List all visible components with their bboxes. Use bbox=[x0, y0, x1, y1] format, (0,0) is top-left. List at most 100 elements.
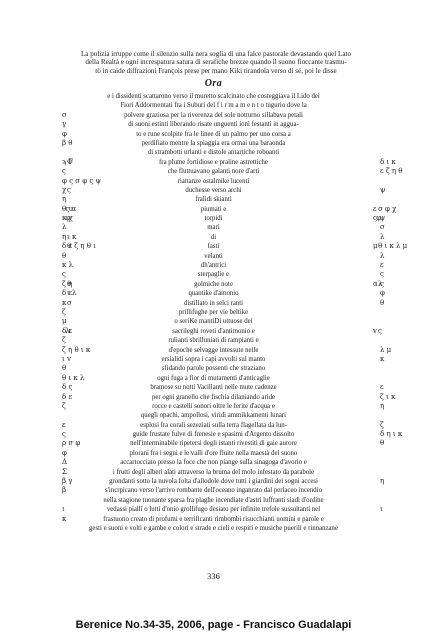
intro-line: della Realtà e ogni increspatura satura … bbox=[85, 58, 347, 67]
greek-glyph-cluster: λ bbox=[65, 326, 70, 335]
poem-line: Fiori Addormentati fra i Suburi del f i … bbox=[0, 101, 427, 110]
greek-glyph-cluster: ε bbox=[373, 204, 377, 213]
greek-glyph-cluster: ι bbox=[62, 505, 65, 514]
greek-glyph-cluster: σ bbox=[380, 223, 385, 232]
poem-line: rocce e castelli sonori oltre le ferite … bbox=[0, 402, 427, 411]
poem-line: grondanti sotto la nuvola folta d'allodo… bbox=[0, 477, 427, 486]
greek-glyph-cluster: κ bbox=[62, 514, 67, 523]
greek-glyph-cluster: ι κ bbox=[67, 232, 77, 241]
poem-verse: sterpaglie e bbox=[197, 271, 230, 279]
greek-glyph-cluster: ζ bbox=[380, 420, 384, 429]
poem-verse: che fluttuavano galanti nore d'arti bbox=[167, 168, 260, 176]
greek-glyph-cluster: δ ε ζ η θ ι bbox=[62, 242, 96, 251]
greek-glyph-cluster: ζ bbox=[62, 401, 66, 410]
poem-verse: d'epoche selvagge intessute nelle bbox=[168, 346, 259, 354]
greek-glyph-cluster: ε bbox=[380, 261, 384, 270]
greek-glyph-cluster: λ bbox=[380, 251, 385, 260]
greek-glyph-cluster: ψ bbox=[379, 214, 386, 223]
greek-glyph-cluster: ζ η θ ι κ bbox=[62, 345, 91, 354]
greek-glyph-cluster: ε ζ η θ bbox=[380, 167, 403, 176]
poem-verse: to e rune scolpite fra le linee di un pa… bbox=[136, 130, 291, 138]
poem-line: d'epoche selvagge intessute nelle ζ η θ ι… bbox=[0, 346, 427, 355]
greek-glyph-cluster: η bbox=[62, 195, 67, 204]
greek-glyph-cluster: μ bbox=[62, 317, 67, 326]
greek-glyph-cluster: ζ bbox=[62, 307, 66, 316]
poem-heading: Ora bbox=[204, 78, 223, 89]
poem-line: prillifughe per vie beltike ζ bbox=[0, 308, 427, 317]
poem-verse: polvere graziosa per la riverenza del so… bbox=[124, 111, 303, 119]
greek-glyph-cluster: ζ η bbox=[62, 279, 73, 288]
poem-verse: riattanze ostalmike lucenti bbox=[177, 177, 250, 185]
greek-glyph-cluster: ζ ι κ bbox=[380, 392, 396, 401]
poem-verse: fra plume fortidiose e praline astrettic… bbox=[159, 158, 268, 166]
greek-glyph-cluster: α ς bbox=[373, 279, 384, 288]
poem-line: i frutti degli alberi alati attraverso l… bbox=[0, 468, 427, 477]
greek-glyph-cluster: θ bbox=[62, 364, 67, 373]
greek-glyph-cluster: κ λ bbox=[62, 261, 74, 270]
greek-glyph-cluster: Φ bbox=[67, 157, 73, 166]
poem-verse: prillifughe per vie beltike bbox=[178, 308, 249, 316]
poem-line: fra plume fortidiose e praline astrettic… bbox=[0, 158, 427, 167]
greek-glyph-cluster: κ bbox=[380, 354, 385, 363]
poem-line: quegli opachi, ampollosi, viridi ammikka… bbox=[0, 411, 427, 420]
poem-verse: dh'antrici bbox=[200, 262, 227, 270]
poem-line: ersialidi sopra i capi avvolti sul manto… bbox=[0, 355, 427, 364]
poem-verse: guide frustate fulve di frenesie e spasi… bbox=[132, 431, 295, 439]
poem-line: frastuono creato di profumi e terrifican… bbox=[0, 515, 427, 524]
greek-glyph-cluster: ς bbox=[378, 326, 382, 335]
poem-verse: quantike d'amonio bbox=[188, 290, 239, 298]
greek-glyph-cluster: ς bbox=[62, 430, 66, 439]
greek-glyph-cluster: η bbox=[62, 232, 67, 241]
poem-line: e i dissidenti scattarono verso il muret… bbox=[0, 92, 427, 101]
poem-verse: rocce e castelli sonori oltre le ferite … bbox=[152, 402, 275, 410]
greek-glyph-cluster: θ ι κ λ μ bbox=[378, 242, 408, 251]
greek-glyph-cluster: ρ σ φ bbox=[62, 439, 81, 448]
greek-glyph-cluster: β θ bbox=[62, 138, 73, 147]
poem-verse: i frutti degli alberi alati attraverso l… bbox=[112, 468, 315, 476]
greek-glyph-cluster: ι bbox=[380, 505, 383, 514]
greek-glyph-cluster: ς bbox=[67, 185, 71, 194]
poem-verse: esplosi fra corali sezeziati sulla terra… bbox=[140, 421, 287, 429]
poem-verse: Fiori Addormentati fra i Suburi del f i … bbox=[120, 102, 307, 110]
poem-verse: fasti bbox=[207, 243, 220, 251]
greek-glyph-cluster: δ ε bbox=[62, 326, 73, 335]
poem-line: gesti e suoni e volti e gambe e colori e… bbox=[0, 524, 427, 533]
intro-line: La polizia irruppe come il silenzio sull… bbox=[80, 50, 352, 58]
greek-glyph-cluster: δ ε bbox=[62, 392, 73, 401]
poem-verse: per ogni granello che fischia dilaniando… bbox=[151, 393, 276, 401]
greek-glyph-cluster: η bbox=[380, 477, 385, 486]
poem-verse: torpidi bbox=[204, 215, 223, 223]
greek-glyph-cluster: σ φ χ bbox=[378, 204, 397, 213]
greek-glyph-cluster: θ bbox=[62, 204, 67, 213]
poem-verse: sfidando parole possenti che straziano bbox=[161, 365, 266, 373]
poem-line: bramose su notti Vacillanti nelle mute c… bbox=[0, 383, 427, 392]
greek-glyph-cluster: ψ bbox=[380, 185, 386, 194]
greek-glyph-cluster: φ bbox=[62, 448, 67, 457]
poem-line: ogni fuga a fior di mutamenti d'anticagl… bbox=[0, 374, 427, 383]
poem-verse: gesti e suoni e volti e gambe e colori e… bbox=[89, 524, 338, 532]
greek-glyph-cluster: ς bbox=[62, 270, 66, 279]
poem-verse: piumati e bbox=[200, 205, 227, 213]
poem-verse: di bbox=[210, 233, 217, 241]
greek-glyph-cluster: χ bbox=[62, 185, 67, 194]
greek-glyph-cluster: φ bbox=[380, 289, 385, 298]
poem-line: perdifiato mentre la spiaggia era ormai … bbox=[0, 139, 427, 148]
greek-glyph-cluster: ε bbox=[380, 383, 384, 392]
greek-glyph-cluster: μ bbox=[373, 242, 378, 251]
greek-glyph-cluster: β γ bbox=[62, 477, 73, 486]
greek-glyph-cluster: η bbox=[380, 401, 385, 410]
greek-glyph-cluster: v bbox=[373, 326, 377, 335]
greek-glyph-cluster: θ bbox=[380, 439, 385, 448]
poem-verse: nell'interminabile ripetersi degli istan… bbox=[130, 440, 297, 448]
poem-verse: fralidi skianti bbox=[195, 196, 232, 204]
